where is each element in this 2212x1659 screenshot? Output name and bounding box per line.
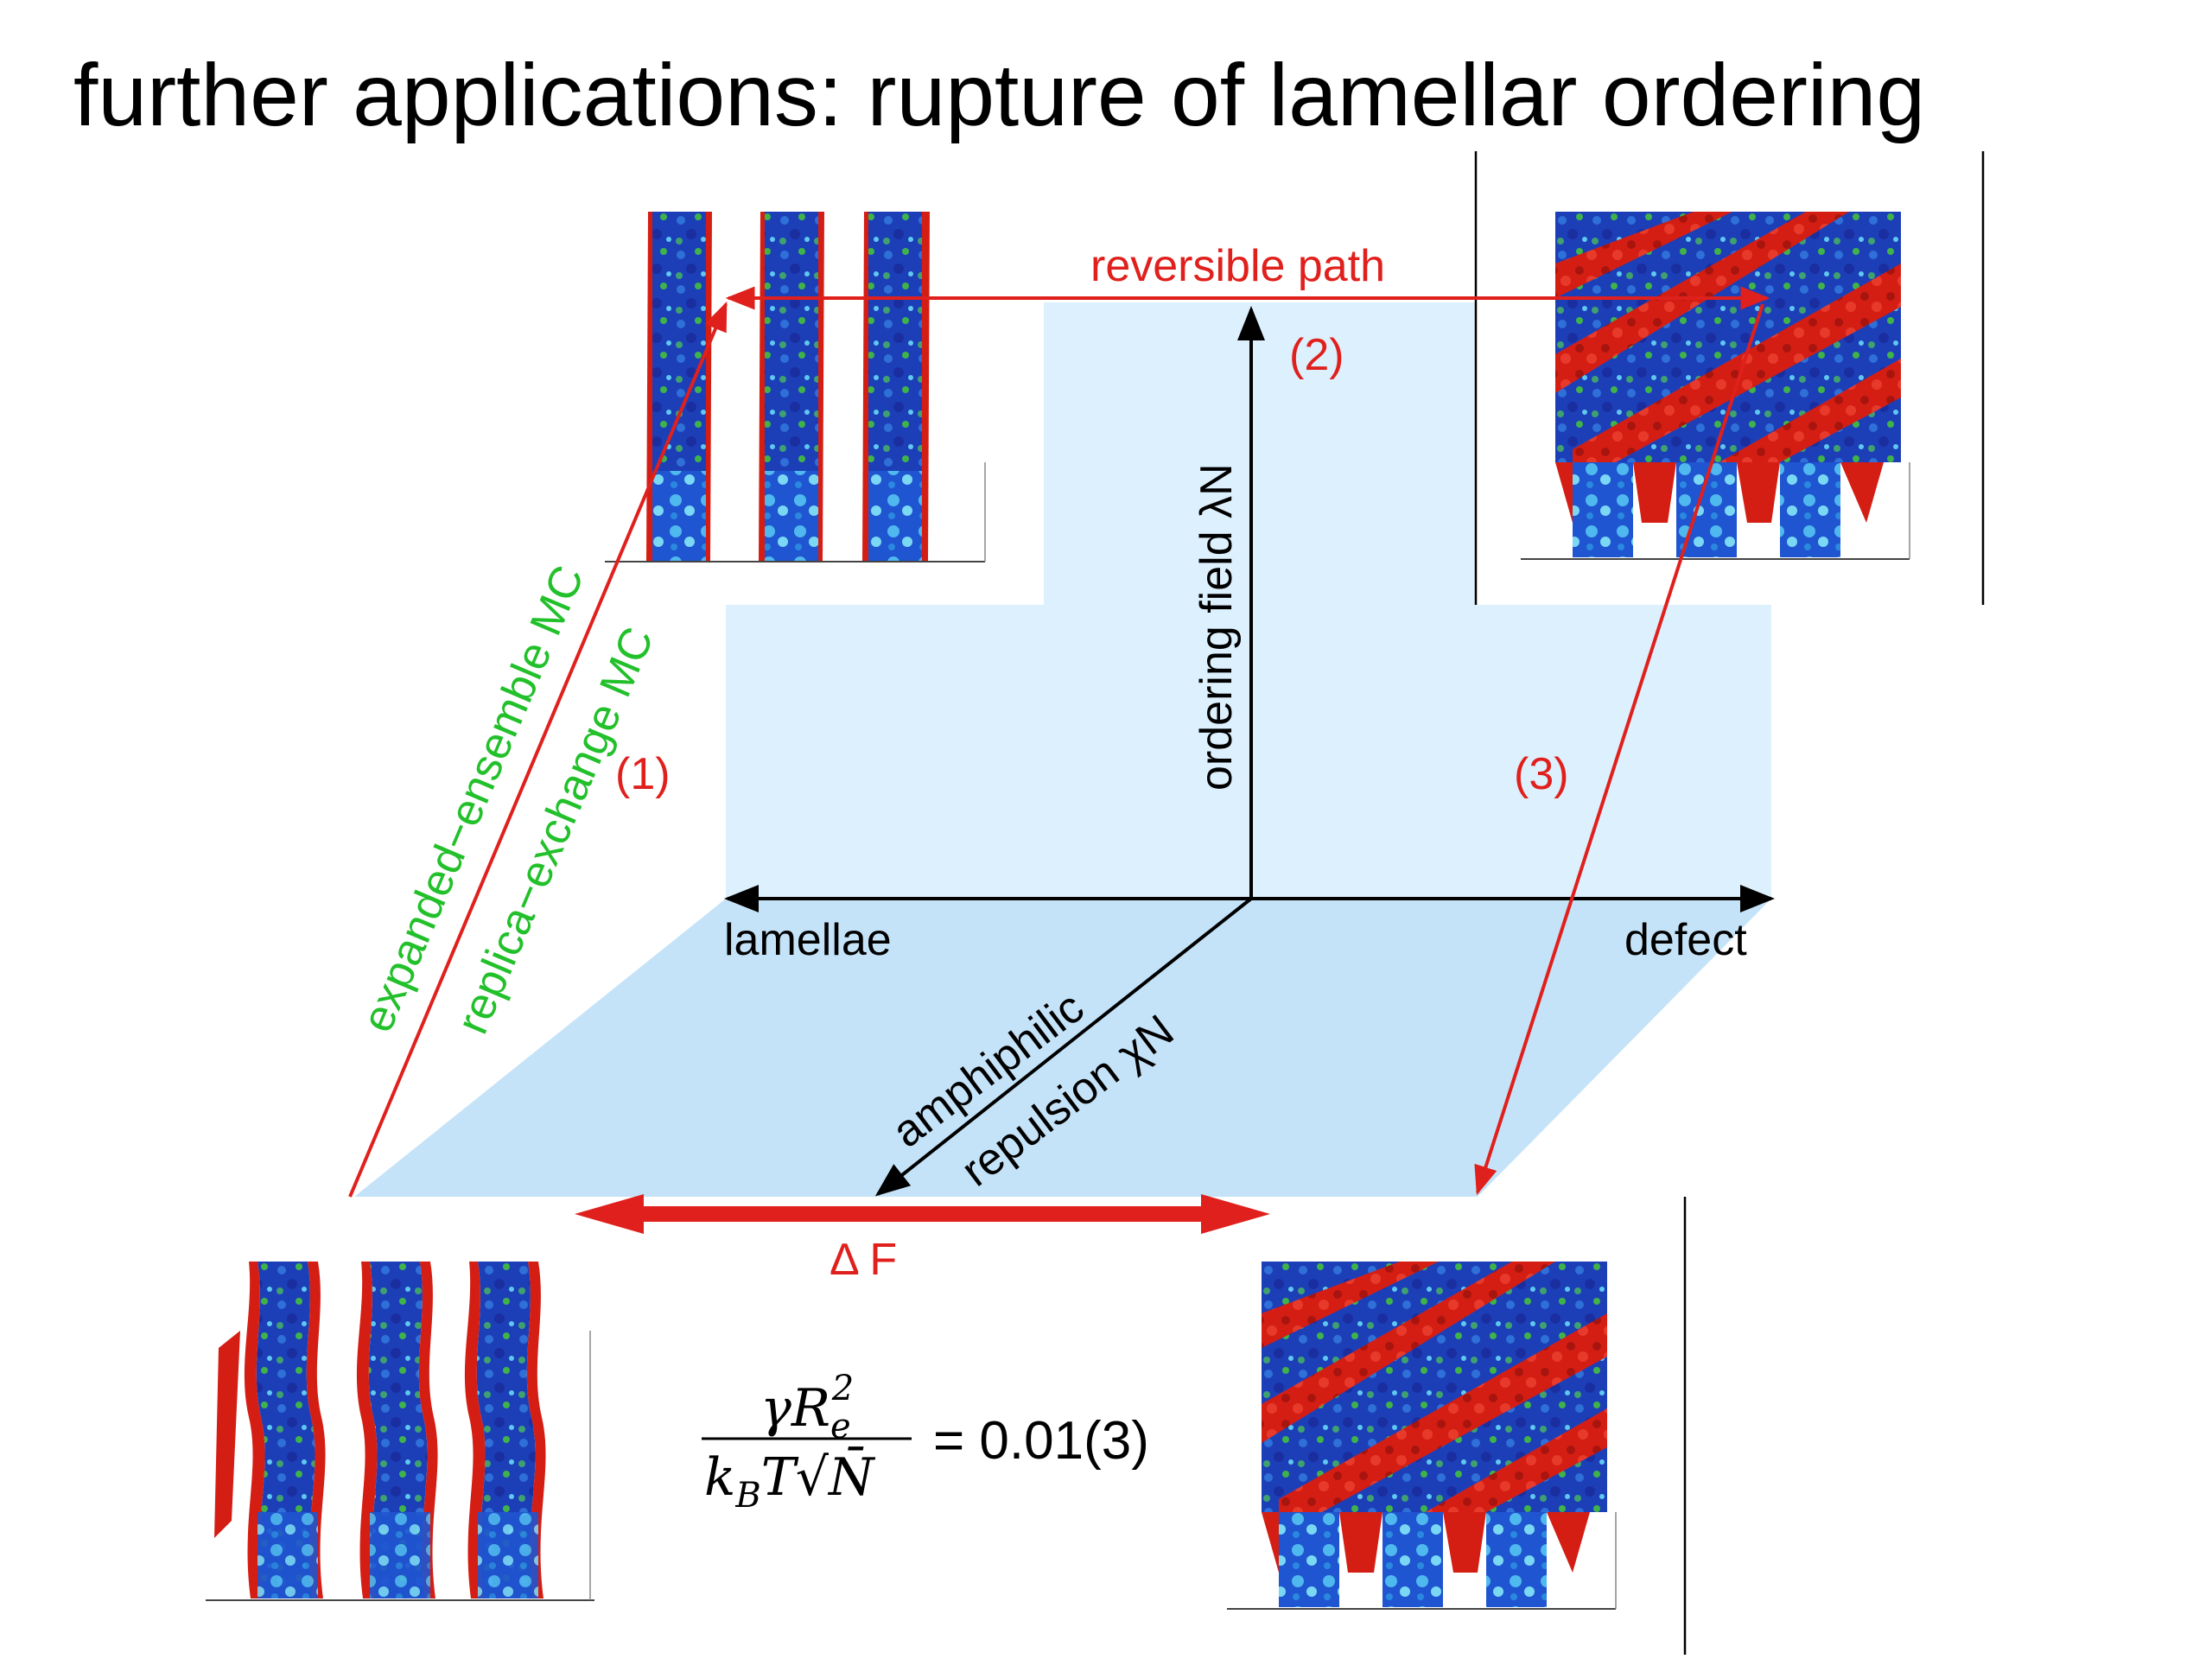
delta-f-label: Δ F: [830, 1235, 897, 1285]
eq-numerator-sub: e: [830, 1407, 851, 1446]
eq-numerator: γR: [760, 1378, 830, 1439]
lamellae-morphology-top: [604, 211, 986, 563]
lamellae-axis-label: lamellae: [724, 915, 892, 965]
path3-arrow: [1474, 303, 1764, 1196]
ordering-field-axis-label: ordering field λN: [1192, 463, 1242, 791]
path1-arrow: [348, 301, 728, 1198]
svg-text:kBT√N̄: kBT√N̄: [704, 1446, 876, 1516]
eq-denominator: k: [704, 1447, 735, 1508]
defect-morphology-bottom: [1226, 1261, 1617, 1610]
ordering-plane: [726, 302, 1771, 899]
wavy-lamellae-morphology-bottom: [205, 1261, 595, 1601]
step1-label: (1): [615, 749, 671, 799]
defect-morphology-top: [1520, 211, 1910, 560]
reversible-path-label: reversible path: [1090, 241, 1385, 291]
svg-text:γRe2: γRe2: [760, 1369, 854, 1446]
eq-denominator-rest: T√N̄: [761, 1446, 876, 1508]
repulsion-axis: [874, 897, 1253, 1197]
step3-label: (3): [1514, 749, 1569, 799]
interfacial-tension-equation: γRe2 kBT√N̄ = 0.01(3): [702, 1369, 1149, 1516]
step2-label: (2): [1289, 330, 1344, 380]
eq-numerator-sup: 2: [831, 1369, 854, 1408]
defect-axis-label: defect: [1624, 915, 1747, 965]
eq-denominator-sub: B: [734, 1476, 760, 1516]
eq-rhs: = 0.01(3): [933, 1411, 1149, 1471]
slide-title: further applications: rupture of lamella…: [73, 46, 1926, 144]
delta-f-double-arrow: [575, 1194, 1270, 1234]
